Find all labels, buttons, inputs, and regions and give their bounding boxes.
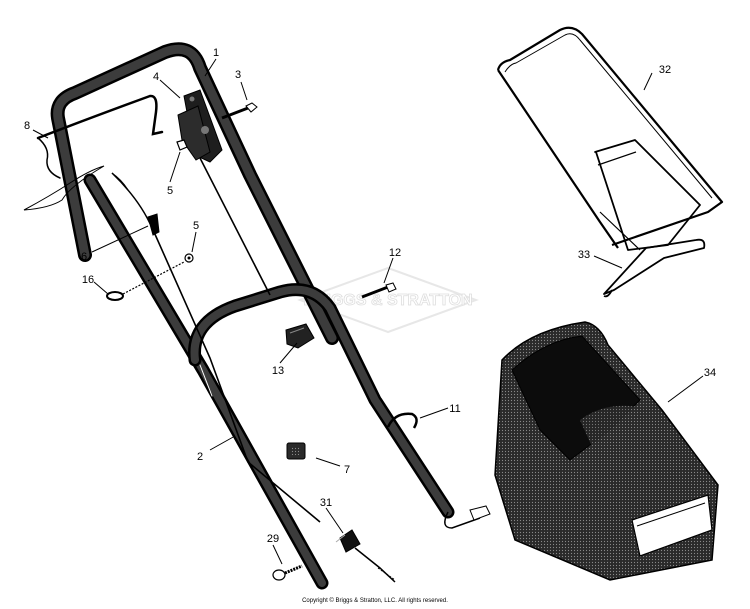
callout-7: 7	[344, 464, 350, 476]
nut-lower	[184, 253, 194, 263]
callout-1: 1	[213, 47, 219, 59]
callout-6: 6	[81, 251, 87, 263]
bolt	[361, 282, 397, 299]
callouts: 1 2 3 4 5 5 6 7 8 11 12 13 16 29 31 32 3…	[24, 47, 716, 545]
control-cable	[335, 505, 491, 583]
callout-4: 4	[153, 71, 159, 83]
leader-lines	[32, 58, 704, 565]
callout-12: 12	[389, 247, 401, 259]
handle-knob	[286, 442, 306, 460]
screw	[221, 102, 258, 120]
callout-13: 13	[272, 365, 284, 377]
grass-bag-frame	[496, 26, 724, 251]
callout-34: 34	[704, 367, 716, 379]
callout-31: 31	[320, 497, 332, 509]
callout-11: 11	[449, 403, 460, 415]
callout-33: 33	[578, 249, 590, 261]
callout-5: 5	[167, 185, 173, 197]
operator-presence-control	[23, 94, 164, 211]
callout-29: 29	[267, 533, 279, 545]
copyright-notice: Copyright © Briggs & Stratton, LLC. All …	[302, 598, 448, 604]
lower-handle	[83, 173, 455, 590]
callout-2: 2	[197, 451, 203, 463]
callout-32: 32	[659, 64, 671, 76]
callout-16: 16	[82, 274, 94, 286]
watermark-text: BRIGGS & STRATTON	[303, 292, 472, 309]
cable-guide	[285, 323, 315, 349]
ring-bolt	[106, 261, 185, 301]
control-bracket	[177, 89, 271, 296]
bag-frame-support	[603, 238, 706, 298]
callout-3: 3	[235, 69, 241, 81]
cable-retainer	[386, 412, 418, 429]
callout-8: 8	[24, 120, 30, 132]
watermark: BRIGGS & STRATTON	[297, 266, 479, 334]
cable-clip	[111, 172, 321, 523]
callout-5b: 5	[193, 220, 199, 232]
upper-handle	[50, 42, 339, 345]
carriage-bolt	[272, 564, 303, 581]
grass-bag	[494, 321, 719, 581]
nut	[176, 139, 188, 151]
